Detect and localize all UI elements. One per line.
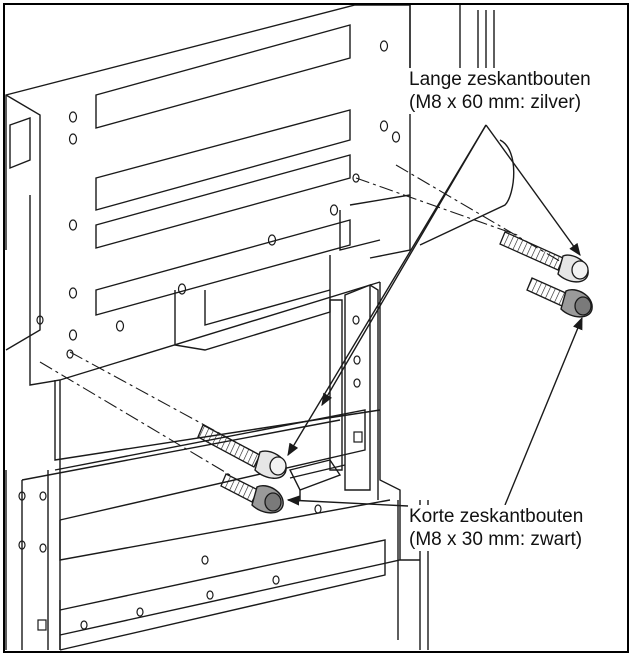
short-bolt-lower xyxy=(220,473,284,514)
arrow-long-bolt-panel xyxy=(321,124,487,407)
callout-long-bolts: Lange zeskantbouten (M8 x 60 mm: zilver) xyxy=(409,68,591,114)
callout-long-bolts-line1: Lange zeskantbouten xyxy=(409,69,591,90)
arrow-short-bolt-upper xyxy=(504,316,583,506)
callout-short-bolts: Korte zeskantbouten (M8 x 30 mm: zwart) xyxy=(409,505,584,551)
long-bolt-lower xyxy=(197,424,287,479)
mounting-holes xyxy=(18,40,401,631)
callout-long-bolts-line2: (M8 x 60 mm: zilver) xyxy=(409,92,582,113)
arrow-long-bolt-upper xyxy=(485,124,581,257)
long-bolt-upper xyxy=(499,231,589,283)
arrow-short-bolt-lower xyxy=(286,495,409,507)
callout-arrows xyxy=(286,124,583,507)
cabinet-back-panel xyxy=(5,4,515,651)
figure-frame xyxy=(3,3,629,653)
callout-short-bolts-line2: (M8 x 30 mm: zwart) xyxy=(409,529,583,550)
callout-short-bolts-line1: Korte zeskantbouten xyxy=(409,506,584,527)
short-bolt-upper xyxy=(526,277,593,318)
